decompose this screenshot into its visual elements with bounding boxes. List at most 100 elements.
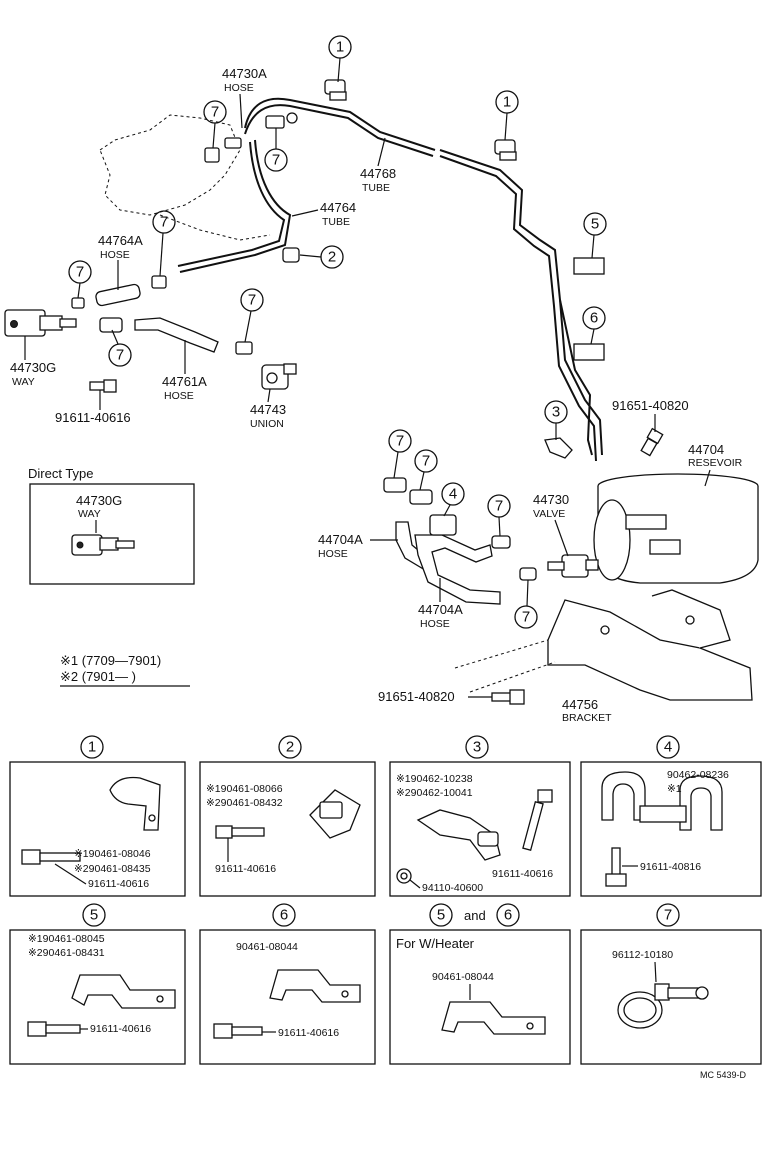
svg-text:6: 6	[280, 907, 288, 924]
legend-line-1: ※1 (7709—7901)	[60, 653, 161, 668]
svg-text:7: 7	[116, 347, 124, 364]
callout-circle-7-f: 7	[240, 288, 264, 343]
way-44730g	[4, 297, 85, 337]
box4-part-1: 90462-08236	[667, 769, 729, 781]
label-44764-num: 44764	[320, 200, 356, 215]
box2-bolt: 91611-40616	[215, 863, 276, 875]
callout-circle-7-d: 7	[68, 260, 92, 299]
clamp-2	[282, 247, 300, 263]
box3-nut: 94110-40600	[422, 882, 483, 894]
box56-title: For W/Heater	[396, 936, 475, 951]
engine-outline	[99, 114, 271, 241]
label-44704a-left-num: 44704A	[318, 532, 363, 547]
svg-text:2: 2	[286, 739, 294, 756]
box6-bolt: 91611-40616	[278, 1027, 339, 1039]
svg-text:1: 1	[503, 94, 511, 111]
label-44768-num: 44768	[360, 166, 396, 181]
detail-box-1: 1 ※190461-08046 ※290461-08435 91611-4061…	[9, 735, 186, 897]
tube-44764	[177, 139, 292, 273]
svg-text:3: 3	[552, 404, 560, 421]
bolt-91651-40820-upper	[640, 427, 664, 457]
label-44704-num: 44704	[688, 442, 724, 457]
callout-circle-7-e: 7	[108, 329, 132, 367]
box2-part-1: ※190461-08066	[206, 783, 283, 795]
svg-text:3: 3	[473, 739, 481, 756]
direct-type-title: Direct Type	[28, 466, 94, 481]
label-44764a-name: HOSE	[100, 249, 130, 261]
callout-circle-7-c: 7	[152, 210, 176, 277]
svg-text:7: 7	[522, 609, 530, 626]
box4-part-2: ※1	[667, 783, 682, 795]
footer-code: MC 5439-D	[700, 1070, 747, 1080]
box56-part-1: 90461-08044	[432, 971, 494, 983]
detail-box-7: 7 96112-10180	[580, 903, 762, 1065]
clamp-7-cluster	[383, 477, 537, 581]
box4-bolt: 91611-40816	[640, 861, 701, 873]
svg-text:6: 6	[504, 907, 512, 924]
svg-text:7: 7	[272, 152, 280, 169]
bracket-44756	[547, 589, 753, 701]
label-44764a-num: 44764A	[98, 233, 143, 248]
label-91651-40820-lower: 91651-40820	[378, 689, 455, 704]
svg-text:1: 1	[336, 39, 344, 56]
box1-part-2: ※290461-08435	[74, 863, 151, 875]
label-44730-name: VALVE	[533, 508, 565, 520]
valve-44730	[547, 554, 599, 578]
box6-part-1: 90461-08044	[236, 941, 298, 953]
box5-part-2: ※290461-08431	[28, 947, 105, 959]
svg-text:1: 1	[88, 739, 96, 756]
reservoir-44704	[593, 473, 759, 584]
callout-circle-7-a: 7	[203, 100, 227, 149]
svg-text:7: 7	[76, 264, 84, 281]
box7-part-1: 96112-10180	[612, 949, 673, 961]
detail-box-5-and-6: 5 and 6 For W/Heater 90461-08044	[389, 903, 571, 1065]
label-44704a-left-name: HOSE	[318, 548, 348, 560]
label-44730a-name: HOSE	[224, 82, 254, 94]
box1-bolt: 91611-40616	[88, 878, 149, 890]
svg-text:5: 5	[437, 907, 445, 924]
clamp-5	[573, 257, 605, 275]
label-44756-num: 44756	[562, 697, 598, 712]
hose-44761a	[99, 317, 219, 353]
clamp-4	[429, 514, 457, 536]
detail-box-2: 2 ※190461-08066 ※290461-08432 91611-4061…	[199, 735, 376, 897]
direct-type-part-name: WAY	[78, 508, 101, 520]
svg-text:7: 7	[211, 104, 219, 121]
clamp-3	[544, 437, 573, 459]
box5-bolt: 91611-40616	[90, 1023, 151, 1035]
label-44761a-num: 44761A	[162, 374, 207, 389]
label-44704a-right-num: 44704A	[418, 602, 463, 617]
label-44768-name: TUBE	[362, 182, 390, 194]
tube-44768	[244, 97, 603, 462]
box3-part-2: ※290462-10041	[396, 787, 473, 799]
detail-box-6: 6 90461-08044 91611-40616	[199, 903, 376, 1065]
legend-line-2: ※2 (7901— )	[60, 669, 136, 684]
callout-circle-7-g: 7	[388, 429, 412, 479]
callout-circle-1-b: 1	[495, 90, 519, 141]
callout-circle-5: 5	[583, 212, 607, 259]
label-44704a-right-name: HOSE	[420, 618, 450, 630]
box5-part-1: ※190461-08045	[28, 933, 105, 945]
bracket-dashed-link	[454, 639, 556, 693]
callout-circle-7-h: 7	[414, 449, 438, 491]
label-91651-40820-upper: 91651-40820	[612, 398, 689, 413]
callout-circle-1-a: 1	[328, 35, 352, 83]
label-91611-40616-main: 91611-40616	[55, 410, 131, 425]
svg-text:7: 7	[422, 453, 430, 470]
label-44743-num: 44743	[250, 402, 286, 417]
label-44730a-num: 44730A	[222, 66, 267, 81]
clamp-1-upper-left	[324, 79, 347, 101]
box56-and: and	[464, 908, 486, 923]
label-44704-name: RESEVOIR	[688, 457, 743, 469]
hose-44704a-right	[414, 534, 501, 605]
svg-text:7: 7	[495, 498, 503, 515]
box2-part-2: ※290461-08432	[206, 797, 283, 809]
legend: ※1 (7709—7901) ※2 (7901— )	[60, 653, 190, 687]
box3-part-1: ※190462-10238	[396, 773, 473, 785]
label-44743-name: UNION	[250, 418, 284, 430]
callout-circle-3: 3	[544, 400, 568, 440]
bolt-91651-40820-lower	[491, 689, 525, 705]
clamp-1-upper-right	[494, 139, 517, 161]
callout-circle-6: 6	[582, 306, 606, 345]
